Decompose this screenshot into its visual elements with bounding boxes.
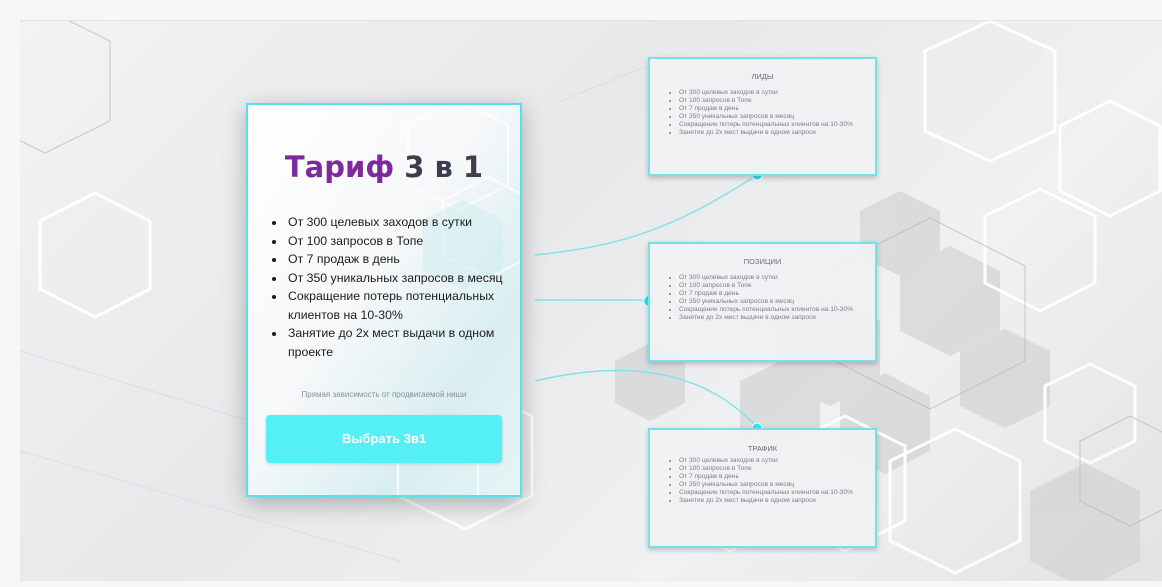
list-item: Занятие до 2х мест выдачи в одном запрос…: [679, 314, 865, 322]
list-item: От 100 запросов в Топе: [679, 282, 865, 290]
list-item: Сокращение потерь потенциальных клиентов…: [679, 306, 865, 314]
list-item: От 350 уникальных запросов в месяц: [679, 298, 865, 306]
tariff-card: Тариф 3 в 1 От 300 целевых заходов в сут…: [246, 103, 522, 497]
list-item: От 7 продаж в день: [679, 473, 865, 481]
list-item: Сокращение потерь потенциальных клиентов…: [679, 121, 865, 129]
panel-title: ЛИДЫ: [751, 72, 774, 81]
card-note: Прямая зависимость от продвигаемой ниши: [301, 390, 467, 399]
connector-leads: [534, 174, 758, 256]
list-item: От 100 запросов в Топе: [679, 97, 865, 105]
list-item: Сокращение потерь потенциальных клиентов…: [286, 287, 520, 324]
list-item: От 350 уникальных запросов в месяц: [679, 481, 865, 489]
list-item: От 350 уникальных запросов в месяц: [679, 113, 865, 121]
list-item: От 7 продаж в день: [286, 250, 520, 269]
card-title-accent: Тариф: [284, 150, 395, 184]
panel-positions: ПОЗИЦИИ От 300 целевых заходов в сутки О…: [648, 242, 877, 362]
panel-list: От 300 целевых заходов в сутки От 100 за…: [650, 274, 875, 321]
panel-title: ПОЗИЦИИ: [743, 257, 782, 266]
card-title: Тариф 3 в 1: [248, 150, 520, 184]
list-item: Занятие до 2х мест выдачи в одном проект…: [286, 324, 520, 361]
panel-list: От 300 целевых заходов в сутки От 100 за…: [650, 89, 875, 136]
list-item: От 100 запросов в Топе: [286, 232, 520, 251]
list-item: От 7 продаж в день: [679, 290, 865, 298]
list-item: Занятие до 2х мест выдачи в одном запрос…: [679, 497, 865, 505]
list-item: От 300 целевых заходов в сутки: [679, 274, 865, 282]
list-item: От 100 запросов в Топе: [679, 465, 865, 473]
select-tariff-button[interactable]: Выбрать 3в1: [266, 415, 502, 463]
connector-lines: [534, 169, 763, 434]
card-feature-list: От 300 целевых заходов в сутки От 100 за…: [272, 213, 520, 361]
panel-title: ТРАФИК: [747, 444, 778, 453]
list-item: От 300 целевых заходов в сутки: [286, 213, 520, 232]
panel-list: От 300 целевых заходов в сутки От 100 за…: [650, 457, 875, 504]
list-item: От 350 уникальных запросов в месяц: [286, 269, 520, 288]
panel-traffic: ТРАФИК От 300 целевых заходов в сутки От…: [648, 428, 877, 548]
list-item: От 7 продаж в день: [679, 105, 865, 113]
list-item: Сокращение потерь потенциальных клиентов…: [679, 489, 865, 497]
list-item: От 300 целевых заходов в сутки: [679, 457, 865, 465]
page-canvas: ЛИДЫ От 300 целевых заходов в сутки От 1…: [20, 20, 1162, 581]
connector-traffic: [534, 369, 758, 428]
panel-leads: ЛИДЫ От 300 целевых заходов в сутки От 1…: [648, 57, 877, 176]
list-item: Занятие до 2х мест выдачи в одном запрос…: [679, 129, 865, 137]
card-title-rest: 3 в 1: [404, 150, 484, 184]
list-item: От 300 целевых заходов в сутки: [679, 89, 865, 97]
